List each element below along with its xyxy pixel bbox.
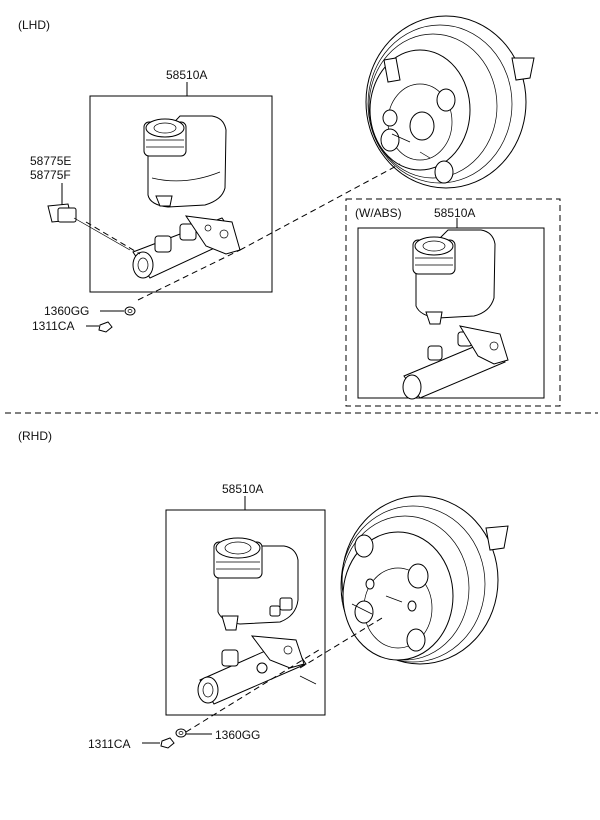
lhd-assembly-box — [89, 95, 273, 293]
rhd-brake-booster — [340, 495, 509, 665]
lhd-stud-line — [137, 249, 241, 301]
rhd-section — [142, 495, 509, 749]
rhd-washer-label: 1360GG — [215, 728, 261, 742]
rhd-nut — [142, 737, 175, 749]
lhd-assembly-label: 58510A — [166, 68, 208, 82]
rhd-nut-label: 1311CA — [88, 737, 131, 751]
wabs-reservoir — [412, 229, 496, 325]
rhd-reservoir — [213, 537, 299, 631]
lhd-brake-booster — [365, 15, 535, 189]
lhd-washer — [100, 306, 136, 316]
wabs-tag-label: (W/ABS) — [355, 206, 402, 220]
lhd-pressure-sensor — [47, 183, 131, 251]
lhd-sensor-line — [85, 221, 141, 255]
wabs-assembly-label: 58510A — [434, 206, 476, 220]
wabs-assembly-box — [357, 227, 545, 399]
lhd-alignment-line — [239, 163, 401, 251]
lhd-section-title: (LHD) — [18, 18, 50, 32]
lhd-washer-label: 1360GG — [44, 304, 90, 318]
rhd-washer — [175, 728, 212, 738]
lhd-sensor-f-label: 58775F — [30, 168, 71, 182]
rhd-stud-line — [185, 647, 323, 733]
rhd-master-cylinder — [197, 635, 317, 705]
wabs-master-cylinder — [402, 325, 509, 400]
lhd-nut — [86, 321, 113, 333]
rhd-section-title: (RHD) — [18, 429, 52, 443]
lhd-master-cylinder — [132, 215, 241, 279]
lhd-reservoir — [143, 115, 227, 208]
rhd-assembly-label: 58510A — [222, 482, 264, 496]
lhd-nut-label: 1311CA — [32, 319, 75, 333]
lhd-section — [47, 15, 561, 407]
rhd-alignment-line — [299, 617, 383, 669]
lhd-sensor-e-label: 58775E — [30, 154, 72, 168]
